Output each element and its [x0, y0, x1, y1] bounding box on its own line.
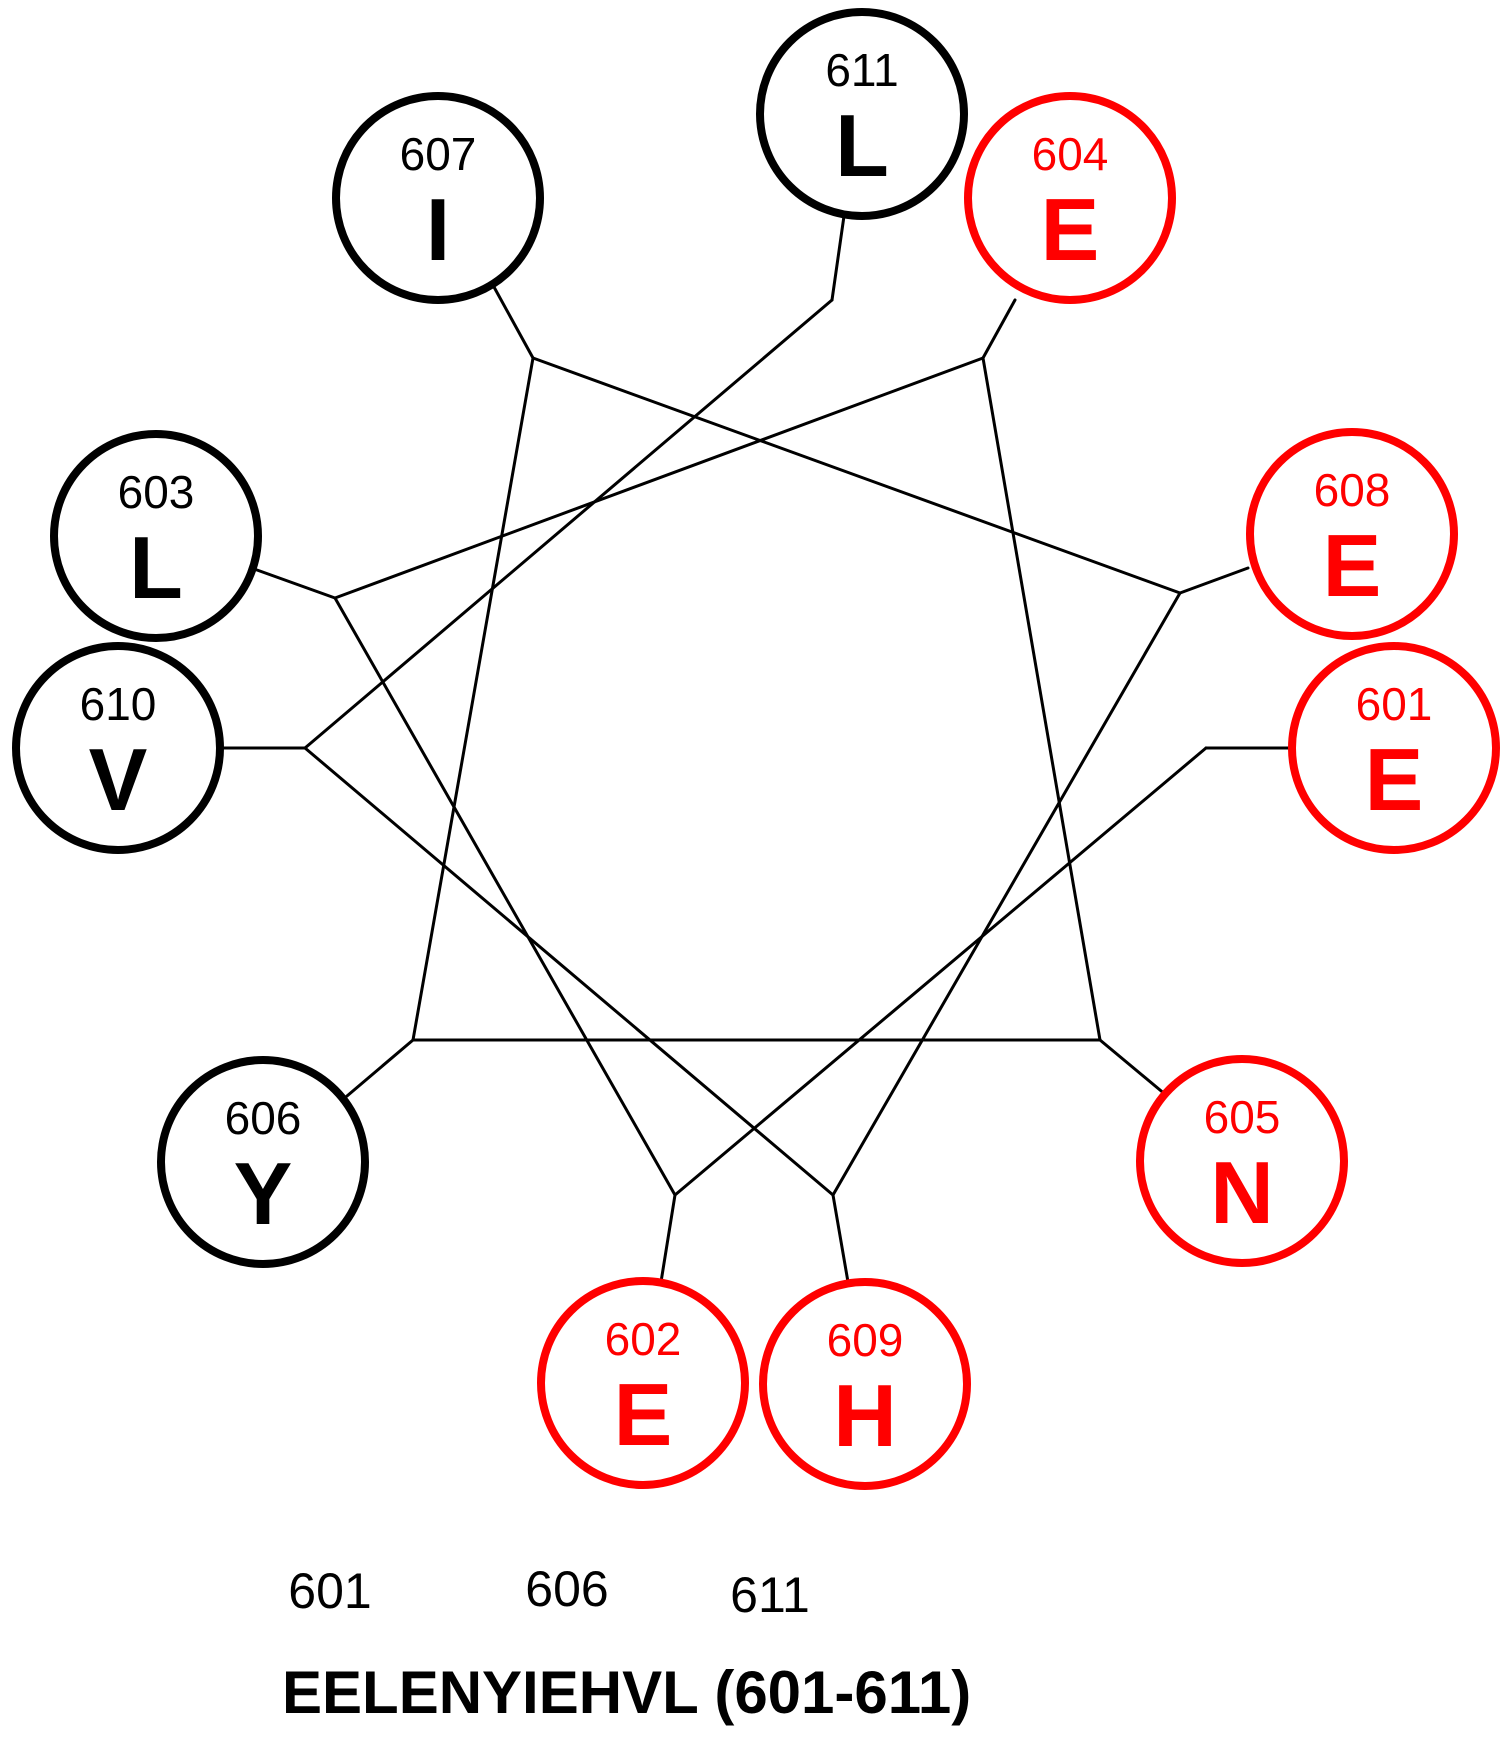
- residue-number-610: 610: [80, 678, 157, 730]
- residue-number-606: 606: [225, 1092, 302, 1144]
- sequence-tick-label-601: 601: [288, 1563, 371, 1619]
- sequence-title: EELENYIEHVL (601-611): [282, 1659, 971, 1726]
- residue-letter-606: Y: [234, 1144, 293, 1243]
- connector-stub-611: [830, 214, 846, 302]
- residue-number-602: 602: [605, 1313, 682, 1365]
- backbone-link-607-608: [531, 356, 1182, 595]
- connector-stub-606: [345, 1038, 415, 1098]
- residue-circle-601: [1288, 642, 1500, 854]
- residue-number-604: 604: [1032, 128, 1109, 180]
- residue-circle-602: [537, 1277, 749, 1489]
- residue-number-605: 605: [1204, 1091, 1281, 1143]
- residue-circle-603: [50, 430, 262, 642]
- connector-stub-607: [492, 285, 535, 360]
- residue-number-607: 607: [400, 128, 477, 180]
- residue-number-608: 608: [1314, 464, 1391, 516]
- backbone-link-609-610: [303, 746, 835, 1197]
- residue-letter-611: L: [835, 96, 889, 195]
- connector-stub-603: [255, 568, 337, 600]
- residue-letter-601: E: [1365, 730, 1424, 829]
- connector-stub-608: [1178, 566, 1250, 595]
- connector-stub-605: [1098, 1038, 1168, 1097]
- residue-number-609: 609: [827, 1314, 904, 1366]
- sequence-tick-label-606: 606: [525, 1561, 608, 1617]
- backbone-link-608-609: [831, 591, 1182, 1197]
- residue-circle-608: [1246, 428, 1458, 640]
- residue-number-611: 611: [825, 44, 898, 96]
- residue-circle-610: [12, 642, 224, 854]
- backbone-link-610-611: [303, 298, 834, 750]
- residue-letter-607: I: [426, 180, 450, 279]
- residue-nodes: 601E602E603L604E605N606Y607I608E609H610V…: [12, 8, 1500, 1490]
- residue-circle-607: [332, 92, 544, 304]
- residue-letter-604: E: [1041, 180, 1100, 279]
- residue-number-603: 603: [118, 466, 195, 518]
- residue-letter-609: H: [833, 1366, 897, 1465]
- backbone-link-603-604: [333, 356, 985, 600]
- residue-circle-606: [157, 1056, 369, 1268]
- residue-letter-608: E: [1323, 516, 1382, 615]
- sequence-tick-label-611: 611: [730, 1567, 810, 1623]
- helix-backbone-connectors: [218, 214, 1294, 1284]
- residue-letter-602: E: [614, 1365, 673, 1464]
- backbone-link-604-605: [981, 356, 1102, 1042]
- connector-stub-602: [659, 1193, 677, 1284]
- residue-letter-610: V: [89, 730, 148, 829]
- residue-circle-609: [759, 1278, 971, 1490]
- backbone-link-601-602: [673, 746, 1208, 1197]
- residue-letter-603: L: [129, 518, 183, 617]
- residue-circle-604: [964, 92, 1176, 304]
- residue-circle-611: [756, 8, 968, 220]
- residue-number-601: 601: [1356, 678, 1433, 730]
- connector-stub-609: [831, 1193, 850, 1284]
- backbone-link-606-607: [411, 356, 535, 1042]
- residue-circle-605: [1136, 1055, 1348, 1267]
- connector-stub-604: [981, 298, 1017, 360]
- sequence-axis: 601 606 611 EELENYIEHVL (601-611): [282, 1561, 971, 1726]
- residue-letter-605: N: [1210, 1143, 1274, 1242]
- backbone-link-602-603: [333, 596, 677, 1197]
